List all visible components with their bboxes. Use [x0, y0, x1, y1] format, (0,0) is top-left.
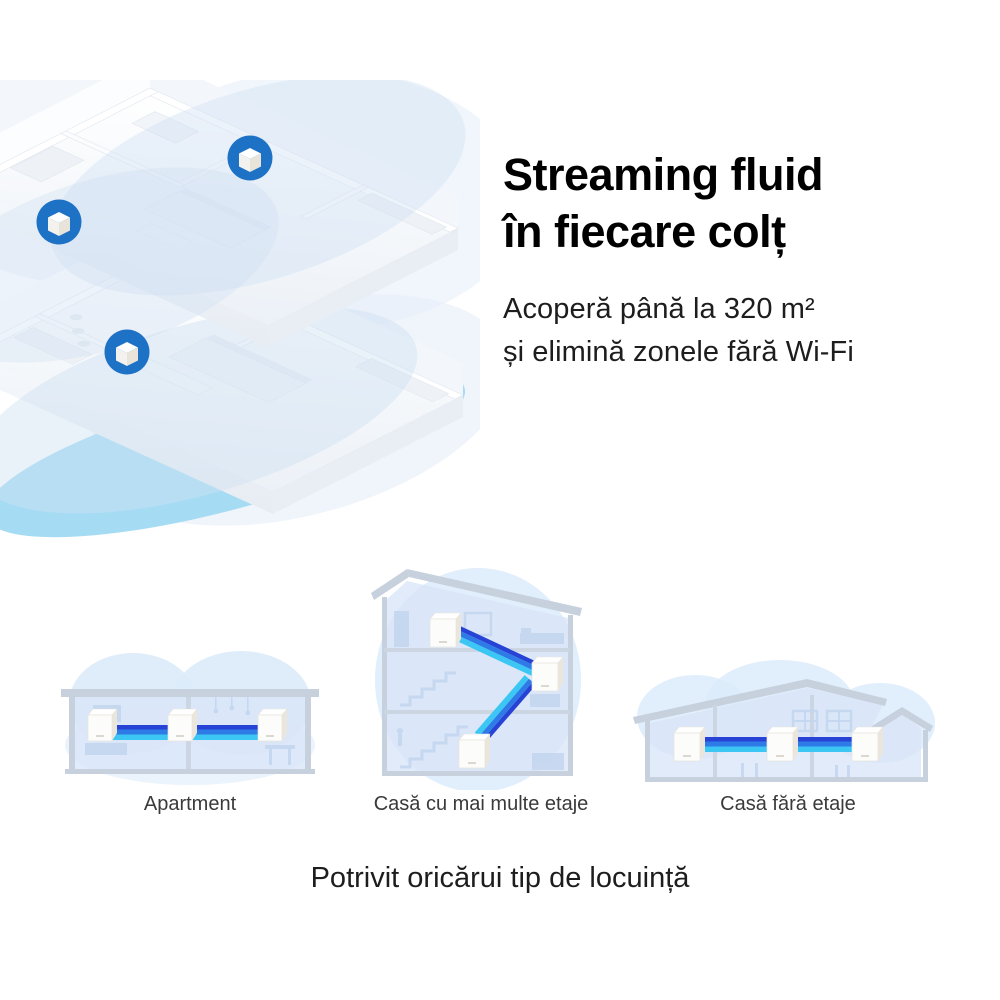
mesh-unit: [458, 733, 491, 769]
mesh-unit: [531, 656, 564, 692]
signal-beam: [451, 625, 538, 676]
mesh-unit: [167, 708, 198, 742]
home-type-label-apartment: Apartment: [143, 793, 237, 815]
home-type-label-multistory: Casă cu mai multe etaje: [373, 793, 589, 815]
wall-partition: [59, 130, 186, 188]
page-subtitle: Acoperă până la 320 m² și elimină zonele…: [503, 288, 973, 374]
house-furniture: [741, 709, 853, 777]
house-furniture: [394, 611, 564, 770]
mesh-coverage-illustration: [0, 80, 480, 538]
mesh-unit: [429, 612, 462, 648]
title-line-2: în fiecare colț: [503, 206, 786, 257]
home-type-label-single-story: Casă fără etaje: [720, 793, 856, 815]
mesh-unit: [257, 708, 288, 742]
coverage-ellipse: [0, 167, 279, 363]
mesh-unit: [673, 726, 706, 762]
apartment-illustration: [61, 651, 319, 785]
mesh-unit: [87, 708, 118, 742]
house-furniture: [400, 671, 468, 769]
subtitle-line-2: și elimină zonele fără Wi-Fi: [503, 336, 854, 368]
multistory-house-illustration: [371, 568, 582, 790]
furniture-upper: [9, 111, 448, 250]
hero-text-block: Streaming fluid în fiecare colț Acoperă …: [503, 146, 973, 374]
home-types-section: Apartment Casă cu mai multe etaje Casă f…: [0, 555, 1000, 855]
subtitle-line-1: Acoperă până la 320 m²: [503, 293, 815, 325]
signal-beam: [474, 675, 536, 743]
coverage-ellipse: [0, 306, 418, 514]
mesh-device-marker: [227, 135, 273, 181]
mesh-device-marker: [104, 329, 150, 375]
mesh-unit: [851, 726, 884, 762]
mesh-device-marker: [36, 199, 82, 245]
coverage-ellipse: [50, 80, 466, 296]
furniture-lower: [13, 314, 450, 403]
single-story-house-illustration: [633, 660, 935, 782]
title-line-1: Streaming fluid: [503, 149, 824, 200]
mesh-unit: [766, 726, 799, 762]
wall-partition: [300, 184, 370, 220]
footer-caption: Potrivit oricărui tip de locuință: [310, 862, 690, 894]
page-title: Streaming fluid în fiecare colț: [503, 146, 973, 260]
